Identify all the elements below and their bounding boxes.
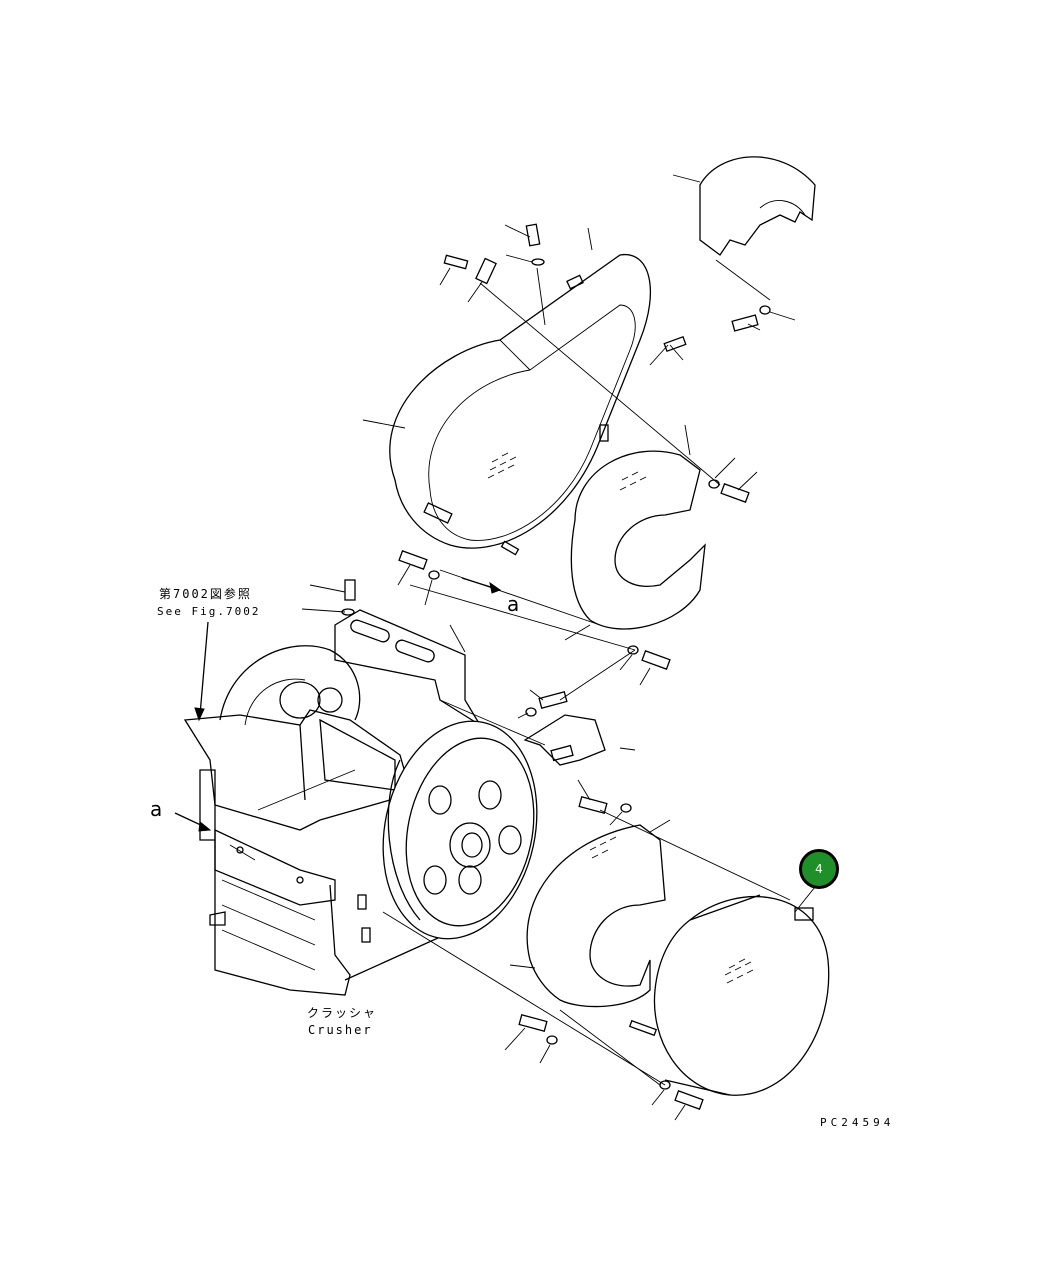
part-number-text: 4 xyxy=(815,862,823,876)
view-callout-upper: a xyxy=(507,592,520,616)
upper-back-plate-part xyxy=(564,424,706,641)
upper-belt-guard-part xyxy=(362,227,652,549)
fastener-group xyxy=(174,223,796,1121)
lower-cover-part xyxy=(653,886,830,1096)
part-number-badge[interactable]: 4 xyxy=(799,849,839,889)
top-cover-part xyxy=(672,156,816,301)
figure-number: PC24594 xyxy=(820,1116,895,1129)
lower-back-plate-part xyxy=(509,819,671,1008)
crusher-body-part xyxy=(183,645,501,996)
reference-label-en: See Fig.7002 xyxy=(157,605,261,618)
reference-label-jp: 第7002図参照 xyxy=(159,587,252,601)
crusher-label-en: Crusher xyxy=(308,1023,373,1037)
flywheel-part xyxy=(382,720,538,940)
crusher-label-jp: クラッシャ xyxy=(307,1006,378,1020)
view-callout-lower: a xyxy=(150,797,163,821)
lower-bracket-part xyxy=(523,714,636,766)
